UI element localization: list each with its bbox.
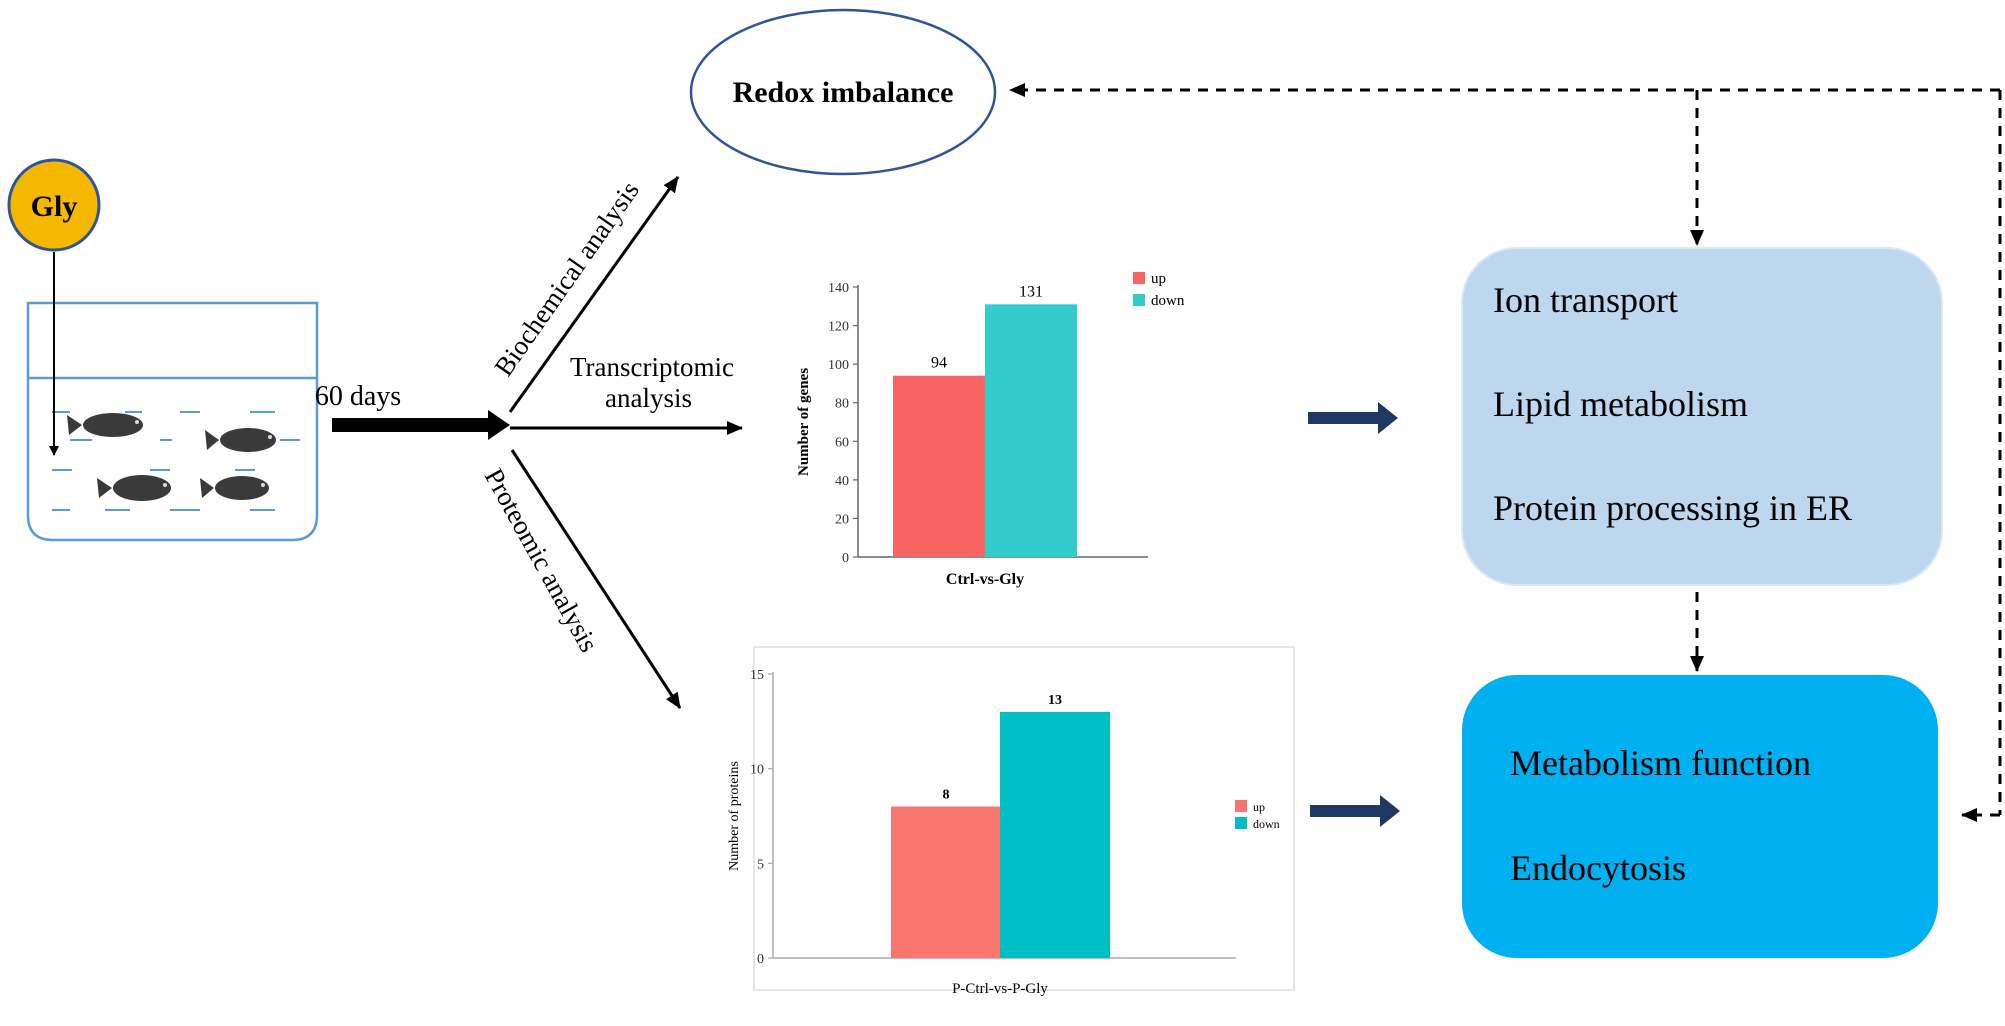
y-tick-label: 120 [828,320,849,335]
duration-label: 60 days [315,381,401,412]
y-tick-label: 60 [835,435,849,450]
fish-2 [205,428,276,452]
y-tick-label: 80 [835,397,849,412]
duration-arrowhead [488,410,510,440]
biochemical-label: Biochemical analysis [488,176,645,382]
to-pathway-arrows [1308,402,1400,827]
y-tick-label: 20 [835,512,849,527]
proteomic-bar-chart: 0 5 10 15 8 13P-Ctrl-vs-P-Gly Number of protei… [727,646,1295,997]
pathway-lipid-metabolism: Lipid metabolism [1493,384,1748,424]
fish-3 [97,475,171,501]
x-category-label: Ctrl-vs-Gly [946,571,1024,588]
water-ripples [52,411,300,511]
y-axis-label: Number of genes [796,368,812,476]
legend-swatch-up [1133,272,1145,284]
gly-compound: Gly [7,158,101,252]
legend-label-down: down [1253,817,1280,831]
fish-tank [26,252,319,542]
gly-circle [7,158,101,252]
pathway-protein-processing: Protein processing in ER [1493,488,1852,528]
legend-swatch-up [1235,800,1247,812]
legend-label-down: down [1151,293,1185,309]
x-category-label: P-Ctrl-vs-P-Gly [952,981,1048,997]
fish-1 [67,413,143,437]
y-tick-label: 0 [757,952,764,967]
pathway-box-1-bg [1461,247,1943,586]
data-label-up: 94 [931,355,947,372]
bar-down [985,304,1077,557]
pathway-ion-transport: Ion transport [1493,280,1678,320]
chart-frame [753,646,1295,991]
y-axis-label: Number of proteins [727,761,742,871]
pathway-box-1: Ion transport Lipid metabolism Protein p… [1461,247,1943,586]
legend-label-up: up [1253,800,1265,814]
y-tick-label: 10 [750,763,764,778]
pathway-metabolism-function: Metabolism function [1510,743,1811,783]
redox-label: Redox imbalance [733,76,954,109]
y-tick-label: 15 [750,668,764,683]
y-tick-label: 5 [757,857,764,872]
biochemical-arrow [508,176,680,413]
fish-4 [200,476,269,500]
legend-label-up: up [1151,271,1166,287]
navy-arrow-2 [1310,795,1400,827]
data-label-up: 8 [943,788,950,803]
y-tick-label: 40 [835,474,849,489]
exposure-arrow: 60 days [315,381,510,440]
redox-node: Redox imbalance [689,8,997,176]
bar-down [1000,711,1110,958]
legend-swatch-down [1133,294,1145,306]
transcriptomic-label-line2: analysis [605,383,692,413]
pathway-box-2-bg [1462,675,1938,958]
y-tick-label: 0 [842,551,849,566]
transcriptomic-label-line1: Transcriptomic [570,352,734,382]
bar-up [893,375,985,557]
proteomic-arrow [510,449,682,709]
data-label-down: 131 [1019,283,1043,300]
analysis-arrows: Biochemical analysis Transcriptomic anal… [479,176,743,709]
feedback-arrows [1009,83,2002,822]
legend-swatch-down [1235,817,1247,829]
y-tick-label: 140 [828,281,849,296]
y-tick-label: 100 [828,358,849,373]
data-label-down: 13 [1048,693,1062,708]
navy-arrow-1 [1308,402,1398,434]
gly-label: Gly [31,190,78,223]
pathway-box-2: Metabolism function Endocytosis [1462,675,1938,958]
bar-up [891,806,1001,958]
redox-ellipse [689,8,997,176]
pathway-endocytosis: Endocytosis [1510,848,1686,888]
fish [67,413,276,501]
